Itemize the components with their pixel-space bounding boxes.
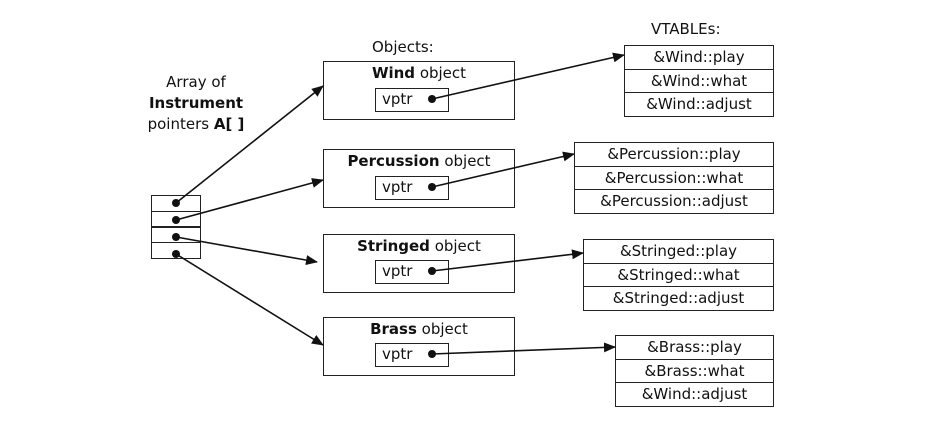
vtable-entry: &Percussion::adjust (574, 189, 774, 214)
percussion-object-name: Percussion (347, 152, 440, 170)
objects-header: Objects: (372, 38, 434, 56)
array-cell-2 (151, 226, 201, 243)
brass-vtable: &Brass::play &Brass::what &Wind::adjust (615, 335, 774, 407)
array-cell-1 (151, 210, 201, 228)
stringed-object-title: Stringed object (324, 237, 514, 255)
array-label: Array of Instrument pointers A[ ] (126, 72, 266, 135)
wind-object-title: Wind object (324, 64, 514, 82)
brass-vptr-label: vptr (382, 345, 413, 363)
wind-vptr-label: vptr (382, 90, 413, 108)
vptr-dot (428, 267, 436, 275)
wind-vptr: vptr (375, 88, 449, 112)
vtable-entry: &Wind::adjust (615, 382, 774, 407)
vptr-arrow-brass (431, 342, 616, 355)
wind-object-name: Wind (371, 64, 416, 82)
brass-object-box: Brass object vptr (323, 317, 515, 376)
percussion-vtable: &Percussion::play &Percussion::what &Per… (574, 142, 774, 214)
percussion-object-title: Percussion object (324, 152, 514, 170)
stringed-object-name: Stringed (357, 237, 430, 255)
stringed-object-box: Stringed object vptr (323, 234, 515, 293)
vtable-entry: &Wind::what (624, 68, 774, 94)
vptr-arrow-percussion (431, 151, 575, 188)
vptr-dot (428, 350, 436, 358)
vtable-entry: &Stringed::adjust (583, 286, 774, 311)
brass-object-title: Brass object (324, 320, 514, 338)
brass-object-name: Brass (370, 320, 417, 338)
vtable-entry: &Stringed::what (583, 262, 774, 288)
brass-vptr: vptr (375, 343, 449, 367)
stringed-vptr: vptr (375, 260, 449, 284)
array-label-line3-bold: A[ ] (213, 115, 245, 133)
array-dot (172, 250, 180, 258)
percussion-vptr: vptr (375, 176, 449, 200)
array-label-line3-prefix: pointers (147, 115, 214, 133)
wind-object-box: Wind object vptr (323, 61, 515, 120)
stringed-object-suffix: object (429, 237, 481, 255)
array-label-line1: Array of (166, 73, 226, 91)
vptr-arrow-wind (431, 52, 625, 100)
pointer-arrow-wind (175, 85, 324, 204)
pointer-arrow-brass (175, 253, 324, 346)
array-label-line2: Instrument (148, 94, 244, 112)
wind-object-suffix: object (415, 64, 467, 82)
vtables-header: VTABLEs: (651, 20, 721, 38)
array-dot (172, 199, 180, 207)
vtable-entry: &Wind::play (624, 45, 774, 70)
percussion-vptr-label: vptr (382, 178, 413, 196)
brass-object-suffix: object (416, 320, 468, 338)
wind-vtable: &Wind::play &Wind::what &Wind::adjust (624, 45, 774, 117)
vptr-dot (428, 95, 436, 103)
percussion-object-suffix: object (439, 152, 491, 170)
vtable-entry: &Brass::what (615, 358, 774, 384)
array-label-line3: pointers A[ ] (126, 114, 266, 135)
vtable-entry: &Percussion::play (574, 142, 774, 167)
vptr-dot (428, 183, 436, 191)
array-dot (172, 216, 180, 224)
array-cell-0 (151, 195, 201, 212)
array-dot (172, 233, 180, 241)
vptr-arrow-stringed (431, 249, 584, 272)
vtable-entry: &Wind::adjust (624, 92, 774, 117)
pointer-arrow-stringed (175, 236, 318, 266)
stringed-vptr-label: vptr (382, 262, 413, 280)
vtable-entry: &Percussion::what (574, 165, 774, 191)
pointer-arrow-percussion (175, 178, 324, 221)
percussion-object-box: Percussion object vptr (323, 149, 515, 208)
stringed-vtable: &Stringed::play &Stringed::what &Stringe… (583, 239, 774, 311)
